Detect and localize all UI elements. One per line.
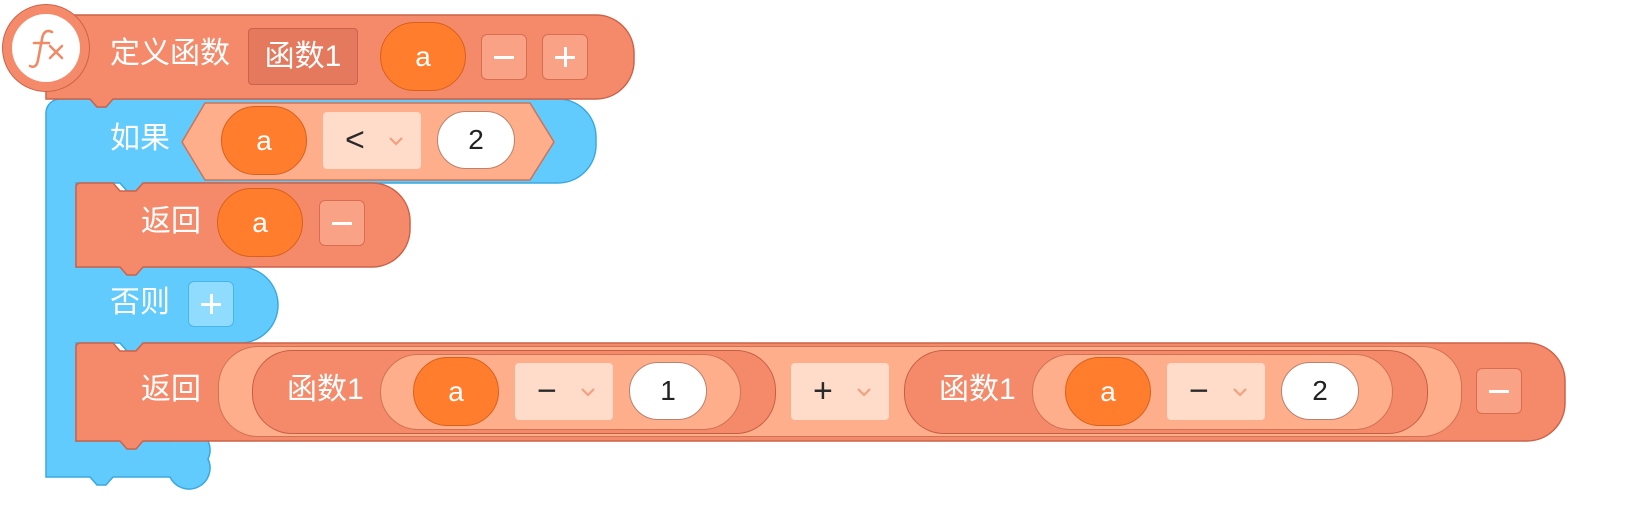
function-name-text: 函数1: [264, 39, 342, 73]
param-pill[interactable]: a: [380, 22, 466, 91]
right-arg-operator-text: −: [1189, 372, 1209, 410]
if-label: 如果: [110, 122, 170, 155]
left-arg-variable[interactable]: a: [413, 357, 499, 426]
plus-icon: [201, 294, 221, 314]
condition-right-number[interactable]: 2: [437, 111, 515, 169]
minus-icon: [1489, 389, 1509, 393]
left-arg-operator-text: −: [537, 372, 557, 410]
function-name-field[interactable]: 函数1: [248, 28, 358, 85]
minus-icon: [494, 55, 514, 59]
left-arg-number[interactable]: 1: [629, 362, 707, 420]
sum-operator-dropdown[interactable]: +: [791, 363, 889, 420]
add-else-if-button[interactable]: [188, 281, 234, 327]
return-label-2: 返回: [141, 373, 201, 406]
chevron-down-icon: [1233, 387, 1247, 397]
chevron-down-icon: [581, 387, 595, 397]
function-call-right-name: 函数1: [939, 373, 1016, 406]
return-value-pill[interactable]: a: [217, 188, 303, 257]
chevron-down-icon: [389, 136, 403, 146]
compare-operator-dropdown[interactable]: <: [323, 112, 421, 169]
left-arg-operator-dropdown[interactable]: −: [515, 363, 613, 420]
sum-operator-text: +: [813, 372, 833, 410]
remove-return-value-button-2[interactable]: [1476, 368, 1522, 414]
remove-return-value-button[interactable]: [319, 200, 365, 246]
return-label-1: 返回: [141, 205, 201, 238]
chevron-down-icon: [857, 387, 871, 397]
else-label: 否则: [110, 286, 170, 319]
minus-icon: [332, 221, 352, 225]
add-param-button[interactable]: [542, 34, 588, 80]
define-function-label: 定义函数: [110, 37, 230, 70]
condition-left-pill[interactable]: a: [221, 106, 307, 175]
right-arg-variable[interactable]: a: [1065, 357, 1151, 426]
compare-operator-text: <: [345, 121, 365, 159]
remove-param-button[interactable]: [481, 34, 527, 80]
right-arg-number[interactable]: 2: [1281, 362, 1359, 420]
plus-icon: [555, 47, 575, 67]
function-call-left-name: 函数1: [287, 373, 364, 406]
right-arg-operator-dropdown[interactable]: −: [1167, 363, 1265, 420]
fx-function-icon: [2, 4, 90, 92]
